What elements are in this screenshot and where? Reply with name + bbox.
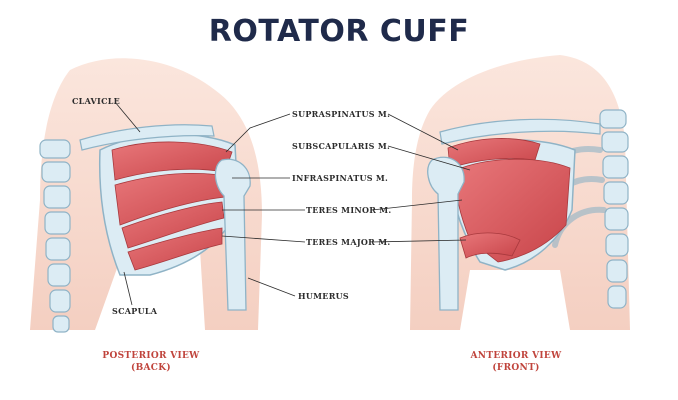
label-humerus: HUMERUS bbox=[298, 291, 349, 301]
anterior-view-subtitle: (FRONT) bbox=[492, 363, 540, 373]
posterior-teres-major-muscle bbox=[127, 227, 223, 271]
leader-supraspinatus-left bbox=[225, 113, 291, 153]
anterior-view-title: ANTERIOR VIEW bbox=[470, 351, 562, 361]
anterior-view-caption: ANTERIOR VIEW (FRONT) bbox=[436, 350, 596, 374]
label-teres-major: TERES MAJOR M. bbox=[306, 237, 391, 247]
page-title: ROTATOR CUFF bbox=[208, 14, 470, 49]
leader-teres-minor-right bbox=[371, 199, 463, 211]
anterior-spine bbox=[599, 109, 629, 309]
label-subscapularis: SUBSCAPULARIS M. bbox=[292, 141, 391, 151]
leader-clavicle bbox=[114, 101, 141, 133]
anterior-clavicle bbox=[439, 118, 601, 145]
anterior-view-figure bbox=[410, 55, 630, 330]
leader-humerus bbox=[247, 277, 296, 297]
leader-teres-major-right bbox=[371, 239, 467, 243]
posterior-view-title: POSTERIOR VIEW bbox=[102, 351, 200, 361]
leader-teres-major-left bbox=[221, 235, 306, 243]
label-supraspinatus: SUPRASPINATUS M. bbox=[292, 109, 391, 119]
posterior-view-subtitle: (BACK) bbox=[131, 363, 171, 373]
posterior-humerus bbox=[214, 158, 251, 311]
anterior-humerus bbox=[427, 156, 465, 311]
posterior-spine bbox=[39, 139, 71, 333]
posterior-view-caption: POSTERIOR VIEW (BACK) bbox=[71, 350, 231, 374]
anterior-teres-major-muscle bbox=[459, 232, 521, 259]
posterior-clavicle bbox=[79, 124, 215, 151]
posterior-teres-minor-muscle bbox=[121, 201, 225, 249]
leader-supraspinatus-right bbox=[387, 113, 459, 151]
posterior-view-figure bbox=[30, 58, 262, 333]
label-teres-minor: TERES MINOR M. bbox=[306, 205, 392, 215]
leader-subscapularis bbox=[387, 145, 471, 171]
leader-lines bbox=[114, 101, 471, 306]
label-scapula: SCAPULA bbox=[112, 306, 158, 316]
label-infraspinatus: INFRASPINATUS M. bbox=[292, 173, 389, 183]
leader-scapula bbox=[123, 271, 133, 306]
label-clavicle: CLAVICLE bbox=[72, 96, 121, 106]
